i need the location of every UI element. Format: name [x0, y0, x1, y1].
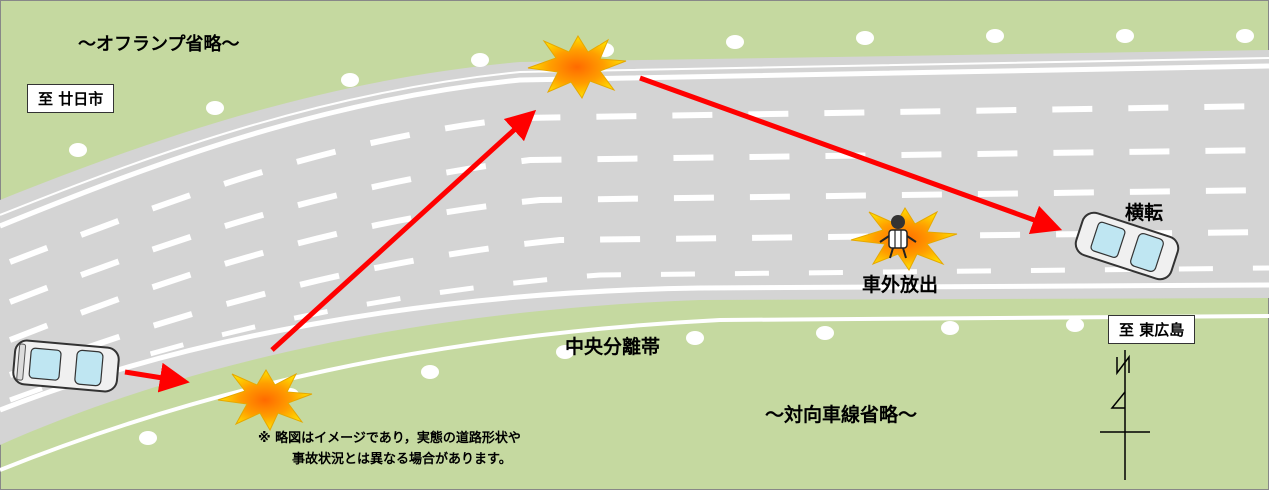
ejected-label: 車外放出	[862, 274, 939, 296]
car-icon	[12, 339, 120, 393]
roadside-markers-upper	[69, 29, 1254, 157]
opposite-lane-omitted-label: ～対向車線省略～	[765, 404, 918, 426]
off-ramp-omitted-label: ～オフランプ省略～	[78, 34, 240, 55]
north-compass-icon	[1100, 350, 1150, 480]
destination-sign-higashihiroshima: 至 東広島	[1108, 315, 1196, 344]
disclaimer-line-2: 事故状況とは異なる場合があります。	[292, 452, 512, 467]
person-icon	[879, 215, 917, 259]
road-edge-upper	[0, 63, 1269, 229]
road-edge-lower	[0, 314, 1269, 472]
arrow-second-deflection	[639, 75, 1063, 235]
lane-dash-3	[8, 187, 1269, 343]
trajectory-arrows	[124, 75, 1063, 393]
impact-burst-icon	[527, 35, 627, 100]
disclaimer-note: ※ 略図はイメージであり，実態の道路形状や 事故状況とは異なる場合があります。	[258, 428, 521, 470]
arrow-first-deflection	[270, 109, 537, 352]
road-line-top	[0, 57, 1269, 216]
roadside-markers-lower	[139, 318, 1084, 445]
destination-sign-hatsukaichi: 至 廿日市	[27, 84, 115, 113]
impact-burst-icon	[217, 369, 313, 432]
rollover-label: 横転	[1125, 202, 1164, 224]
main-road	[0, 50, 1269, 445]
median-label: 中央分離帯	[565, 336, 661, 358]
lane-dash-1	[8, 103, 1269, 265]
car-icon	[1074, 211, 1180, 281]
disclaimer-line-1: ※ 略図はイメージであり，実態の道路形状や	[258, 431, 521, 446]
arrow-approach	[124, 362, 190, 393]
